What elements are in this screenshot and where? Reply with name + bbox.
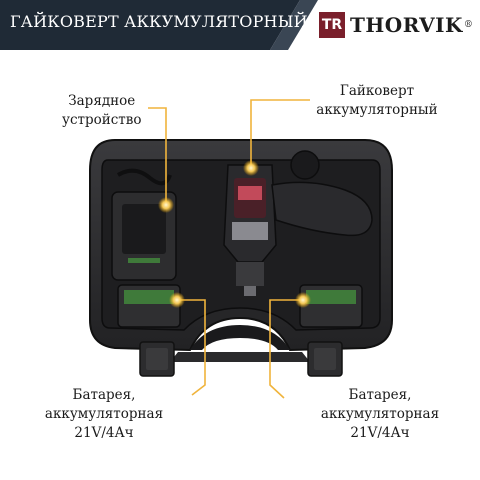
callout-line-battery-left [175,299,206,396]
callout-wrench: Гайковерт аккумуляторный [302,82,452,120]
battery-right [299,284,363,328]
callout-charger: Зарядное устройство [62,92,142,130]
logo-brand: THORVIK [350,13,463,37]
callout-wrench-line1: Гайковерт [339,83,415,99]
impact-wrench [223,150,373,296]
callout-charger-line2: устройство [62,112,142,128]
callout-battery-right-line2: 21V/4Ач [350,425,410,441]
glow-point-battery-left [169,292,185,308]
callout-wrench-line2: аккумуляторный [316,102,438,118]
case-handle [190,325,290,350]
thorvik-logo: TR THORVIK ® [318,10,473,40]
callout-lines [148,99,310,399]
logo-registered: ® [463,20,473,30]
callout-line-wrench [250,99,310,170]
glow-point-wrench [243,160,259,176]
callout-line-battery-right [269,299,303,399]
banner-title: ГАЙКОВЕРТ АККУМУЛЯТОРНЫЙ [10,12,308,31]
callout-battery-left-line2: 21V/4Ач [74,425,134,441]
callout-battery-left: Батарея, аккумуляторная 21V/4Ач [14,386,194,443]
callout-charger-line1: Зарядное [68,93,136,109]
callout-battery-left-line1: Батарея, аккумуляторная [44,387,164,422]
glow-point-battery-right [295,292,311,308]
header-banner [0,0,318,50]
callout-line-charger [148,107,167,205]
callout-battery-right: Батарея, аккумуляторная 21V/4Ач [290,386,470,443]
glow-point-charger [158,197,174,213]
callout-battery-right-line1: Батарея, аккумуляторная [320,387,440,422]
battery-left [117,284,181,328]
logo-mark: TR [318,11,346,39]
